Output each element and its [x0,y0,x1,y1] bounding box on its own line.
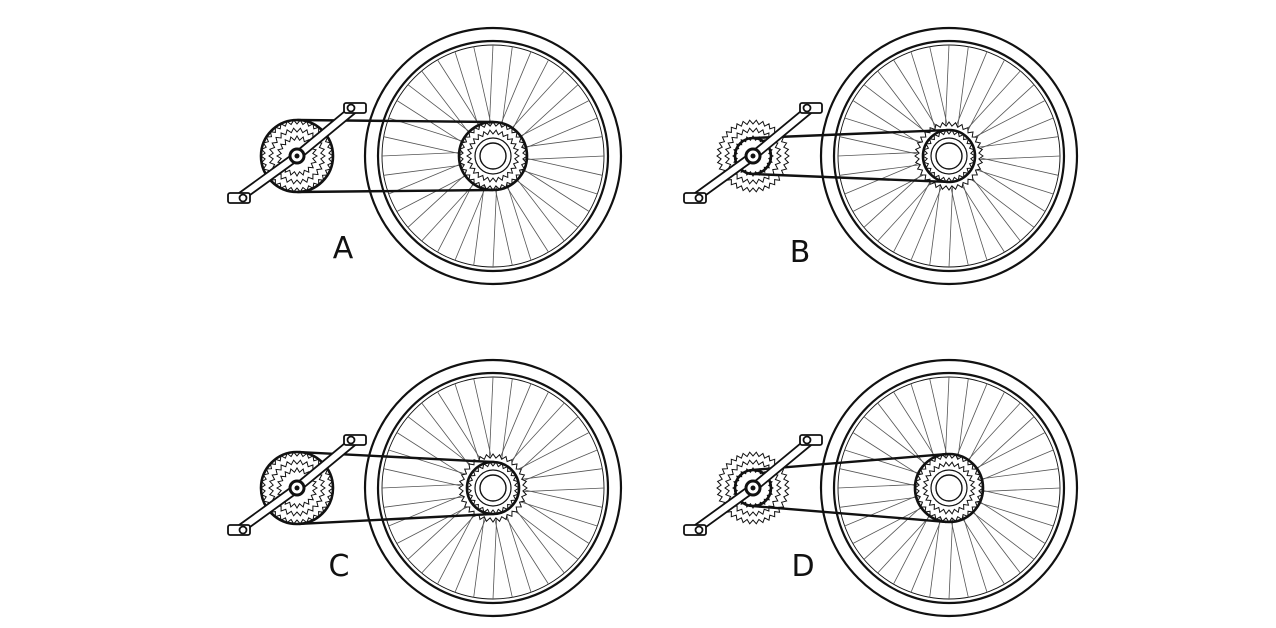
chain [733,128,977,184]
chain [259,118,529,194]
panel-label-a: A [333,231,354,266]
panel-label-d: D [791,549,814,584]
panel-d: D [683,358,1079,618]
cassette-cluster [458,453,528,523]
panel-c: C [227,358,623,618]
crank-and-pedals [227,434,367,536]
cassette-cluster [914,121,984,191]
crank-and-pedals [683,102,823,204]
panel-label-c: C [329,549,350,584]
panel-a: A [227,26,623,286]
crank-and-pedals [683,434,823,536]
panel-b: B [683,26,1079,286]
panel-label-b: B [790,235,811,270]
crank-and-pedals [227,102,367,204]
cassette-cluster [914,453,984,523]
